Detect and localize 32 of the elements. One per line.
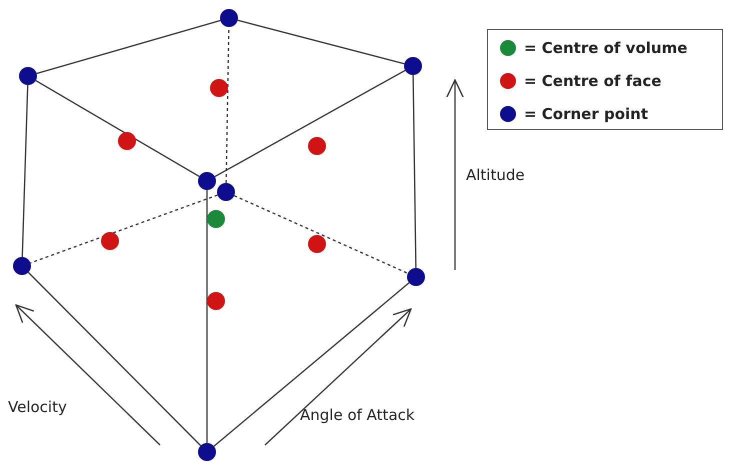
face-centre-point [308,137,326,155]
cube-edge-line [28,272,202,446]
corner-point [217,183,235,201]
face-centre-point [207,292,225,310]
corner-point [407,268,425,286]
hidden-edge-line [234,195,408,274]
legend-text: = Centre of face [524,72,662,90]
corner-point [198,443,216,461]
hidden-edge-line [30,194,218,264]
cube-edge-line [206,190,208,443]
axis-label: Altitude [466,166,525,184]
face-centre-point [308,235,326,253]
corner-point [198,172,216,190]
cube-edge-line [238,20,404,64]
corner-point [19,67,37,85]
cube-edge-line [36,20,221,74]
face-centre-point [118,132,136,150]
corner-point [13,257,31,275]
cube-edge-line [22,84,28,258]
cube-edge-line [412,75,417,268]
axis-label: Angle of Attack [300,406,415,424]
legend-text: = Centre of volume [524,39,688,57]
legend-text: = Corner point [524,105,648,123]
corner-point [220,9,238,27]
cube-edge-line [214,70,406,178]
cube-edge-line [35,80,200,177]
corner-point [404,57,422,75]
volume-centre-point [207,210,225,228]
axis-label: Velocity [8,398,67,416]
face-centre-point [101,232,119,250]
face-centre-point [210,79,228,97]
cube-edge-line [213,282,410,447]
